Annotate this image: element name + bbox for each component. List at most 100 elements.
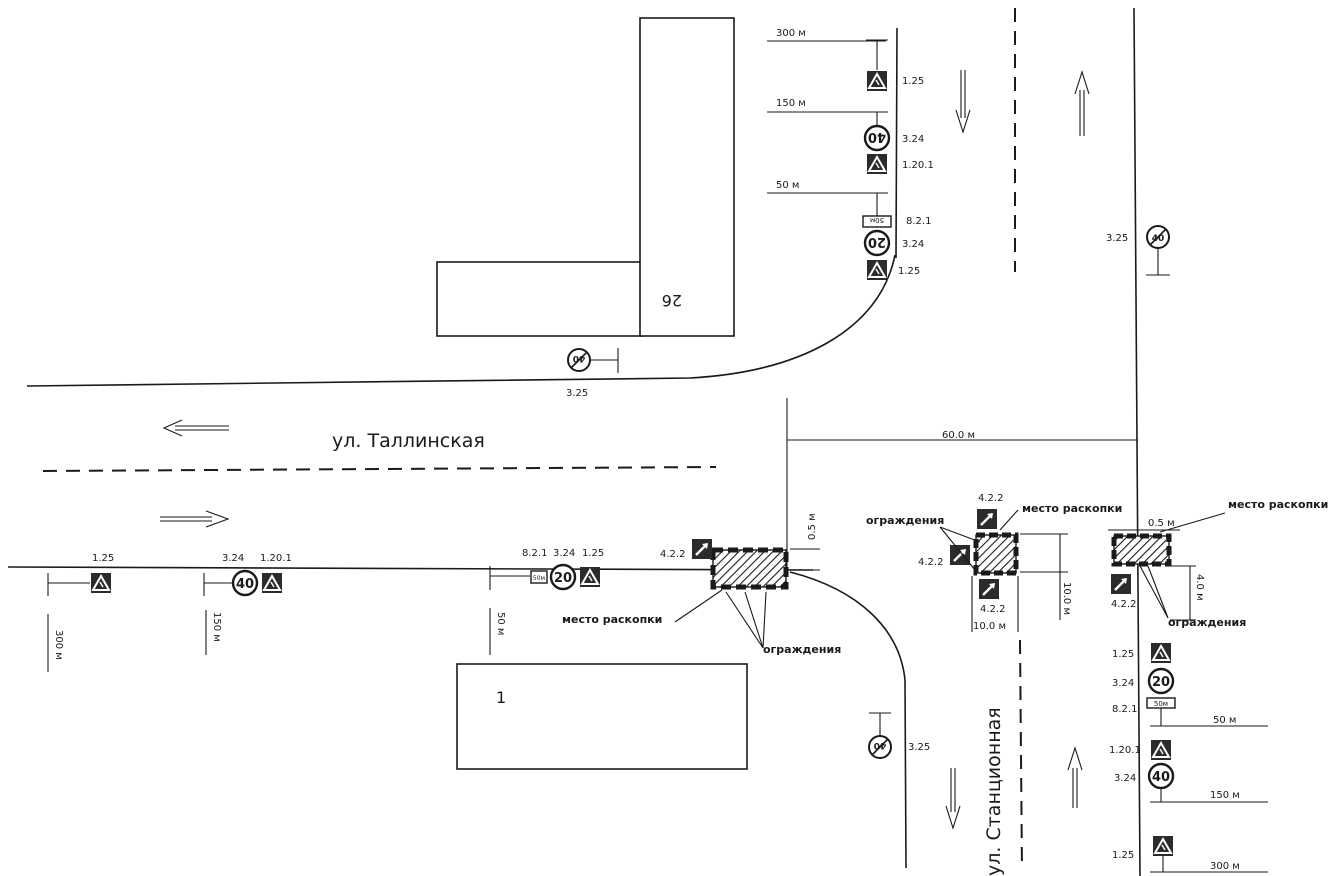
dimension-label: 4.0 м xyxy=(1194,574,1205,601)
warning-sign-icon xyxy=(866,259,888,281)
sign-code: 8.2.1 xyxy=(906,216,931,227)
sign-code: 3.25 xyxy=(908,742,930,753)
dig-site-label: место раскопки xyxy=(562,613,662,626)
sign-code: 3.24 xyxy=(222,553,244,564)
warning-sign-icon xyxy=(90,572,112,594)
speed-limit-value: 20 xyxy=(1152,675,1170,690)
centerline-south xyxy=(1019,639,1023,871)
tallinskaya-south-edge xyxy=(7,566,814,571)
sign-code: 1.20.1 xyxy=(902,160,934,171)
sign-code: 8.2.1 xyxy=(522,548,547,559)
distance-plate-icon xyxy=(862,215,892,228)
sign-code: 1.25 xyxy=(92,553,114,564)
sign-code: 3.24 xyxy=(902,239,924,250)
sign-code: 1.25 xyxy=(902,76,924,87)
speed-limit-sign-icon xyxy=(549,563,577,591)
sign-code: 1.20.1 xyxy=(260,553,292,564)
fence-label: ограждения xyxy=(1168,616,1246,629)
sign-code: 4.2.2 xyxy=(978,493,1003,504)
distance-plate-icon xyxy=(530,570,548,584)
arrow-south-icon xyxy=(955,70,971,134)
distance-label: 300 м xyxy=(1210,861,1240,872)
stantsionnaya-east-edge xyxy=(1133,7,1141,876)
end-limit-sign-east: 40 3.25 xyxy=(1106,225,1170,276)
excavation-site-a: 4.2.2 0.5 м место раскопки ограждения xyxy=(562,513,841,656)
dig-site-label: место раскопки xyxy=(1022,502,1122,515)
traffic-arrows xyxy=(160,70,1090,830)
distance-label: 150 м xyxy=(776,98,806,109)
excavation-area xyxy=(1113,535,1170,565)
distance-label: 50 м xyxy=(1213,715,1236,726)
sign-code: 1.20.1 xyxy=(1109,745,1141,756)
sign-code: 3.25 xyxy=(1106,233,1128,244)
building-26-number: 26 xyxy=(662,291,682,310)
detour-sign-icon xyxy=(975,507,999,531)
warning-sign-icon xyxy=(1150,642,1172,664)
pedestrian-warning-sign-icon xyxy=(866,153,888,175)
sign-code: 4.2.2 xyxy=(660,549,685,560)
fence-barrier xyxy=(1111,533,1172,567)
sign-code: 4.2.2 xyxy=(918,557,943,568)
excavation-area xyxy=(975,534,1017,574)
speed-limit-value: 20 xyxy=(554,571,572,586)
road-edges xyxy=(7,7,1141,876)
pedestrian-warning-sign-icon xyxy=(1150,739,1172,761)
speed-limit-value: 40 xyxy=(868,129,886,144)
dig-site-label: место раскопки xyxy=(1228,498,1328,511)
sign-code: 1.25 xyxy=(898,266,920,277)
distance-label: 300 м xyxy=(776,28,806,39)
distance-marks-west: 300 м 150 м 50 м xyxy=(47,608,506,672)
building-26: 26 xyxy=(436,17,735,337)
fence-barrier xyxy=(710,547,789,590)
sign-code: 1.25 xyxy=(1112,850,1134,861)
street-name-stantsionnaya: ул. Станционная xyxy=(983,707,1005,876)
signs-south-approach: 1.25 20 3.24 50м 8.2.1 50 м 1.20.1 40 3.… xyxy=(1109,642,1268,873)
warning-sign-icon xyxy=(579,566,601,588)
street-name-tallinskaya: ул. Таллинская xyxy=(332,430,485,452)
building-1: 1 xyxy=(456,663,748,770)
sign-code: 3.25 xyxy=(566,388,588,399)
speed-limit-sign-icon xyxy=(863,124,891,152)
tallinskaya-north-edge xyxy=(26,254,896,387)
speed-limit-sign-icon xyxy=(1147,667,1175,695)
detour-sign-icon xyxy=(1109,572,1133,596)
plate-value: 50м xyxy=(1154,700,1168,708)
dimension-label: 60.0 м xyxy=(942,430,975,441)
sign-code: 3.24 xyxy=(1114,773,1136,784)
sign-code: 8.2.1 xyxy=(1112,704,1137,715)
plate-value: 50м xyxy=(533,575,545,582)
stantsionnaya-west-curve xyxy=(789,571,907,869)
arrow-east-icon xyxy=(160,510,230,528)
detour-sign-icon xyxy=(690,537,714,561)
pedestrian-warning-sign-icon xyxy=(261,572,283,594)
dimension-60m: 60.0 м xyxy=(787,430,1138,441)
plate-value: 50м xyxy=(870,216,884,224)
warning-sign-icon xyxy=(866,70,888,92)
distance-label: 50 м xyxy=(495,612,506,635)
centerline-tallinskaya xyxy=(42,466,717,472)
warning-sign-icon xyxy=(1152,835,1174,857)
speed-limit-sign-icon xyxy=(231,569,259,597)
fence-label: ограждения xyxy=(866,514,944,527)
signs-north-approach: 1.25 40 3.24 1.20.1 50м 8.2.1 20 3.24 1.… xyxy=(862,39,934,281)
signs-west-approach: 1.25 40 3.24 1.20.1 50м 20 8.2.1 3.24 1.… xyxy=(47,548,604,597)
distance-label: 150 м xyxy=(211,612,222,642)
sign-code: 3.24 xyxy=(1112,678,1134,689)
svg-text:40: 40 xyxy=(573,353,586,363)
end-limit-sign-west: 40 3.25 xyxy=(566,348,619,399)
svg-text:40: 40 xyxy=(874,740,887,750)
sign-code: 3.24 xyxy=(902,134,924,145)
arrow-north-icon xyxy=(1067,746,1083,808)
detour-sign-icon xyxy=(948,543,972,567)
speed-limit-value: 40 xyxy=(236,577,254,592)
lane-markings xyxy=(42,8,1023,871)
side-road-west-edge xyxy=(895,27,898,259)
dimension-label: 0.5 м xyxy=(1148,518,1175,529)
building-1-number: 1 xyxy=(496,688,506,707)
excavation-site-c: 4.2.2 0.5 м 4.0 м место раскопки огражде… xyxy=(1108,498,1328,629)
dimension-label: 0.5 м xyxy=(807,513,818,540)
speed-limit-sign-icon xyxy=(863,229,891,257)
fence-label: ограждения xyxy=(763,643,841,656)
distance-label: 50 м xyxy=(776,180,799,191)
